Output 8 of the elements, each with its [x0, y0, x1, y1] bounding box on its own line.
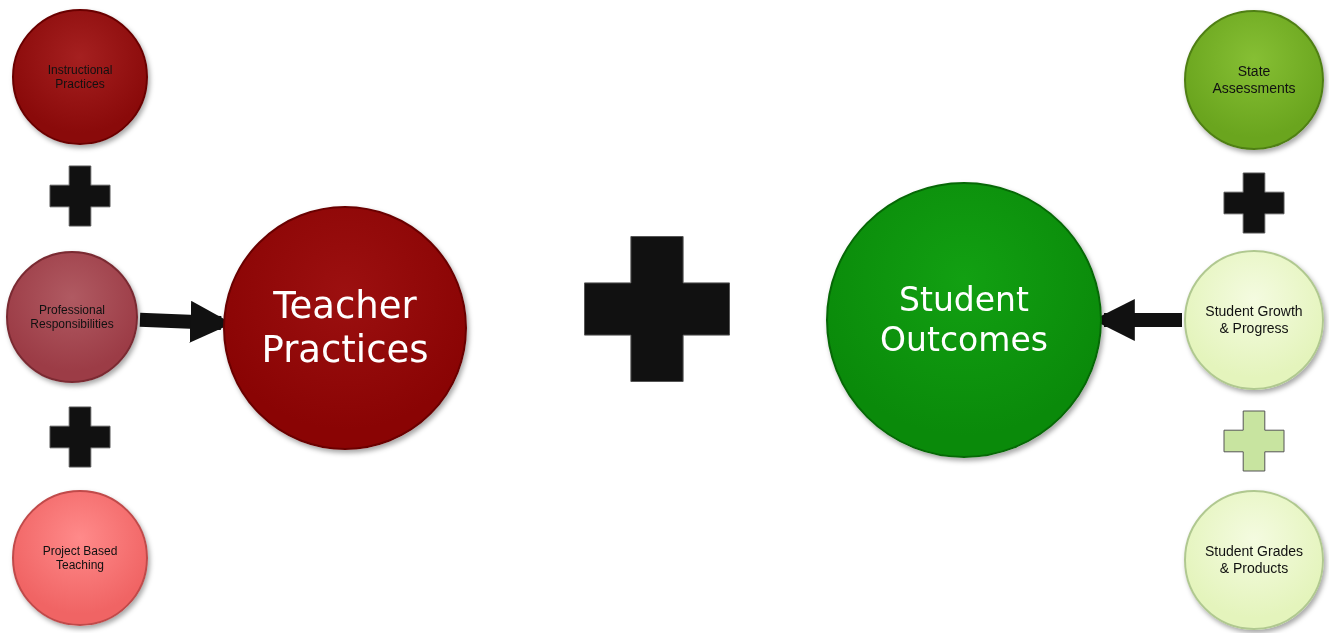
node-label: Student Growth & Progress [1204, 303, 1304, 337]
node-label: Project Based Teaching [41, 543, 119, 573]
node-label: State Assessments [1211, 63, 1297, 97]
node-label: Instructional Practices [46, 62, 114, 92]
node-label: Teacher Practices [260, 283, 430, 373]
node-label: Student Outcomes [879, 280, 1049, 360]
node-label: Student Grades & Products [1204, 543, 1304, 577]
node-label: Professional Responsibilities [29, 302, 115, 332]
